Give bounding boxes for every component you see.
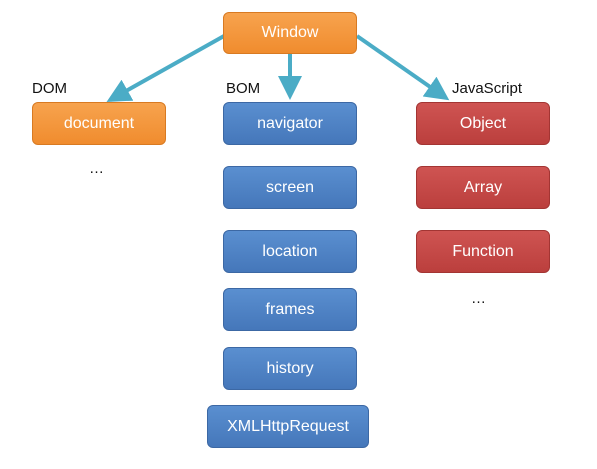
javascript-more-ellipsis: …	[471, 290, 487, 307]
bom-node-location: location	[223, 230, 357, 273]
bom-node-label: navigator	[257, 114, 323, 132]
bom-node-history: history	[223, 347, 357, 390]
window-node-label: Window	[261, 24, 319, 41]
bom-node-label: screen	[265, 178, 315, 196]
bom-node-xmlhttprequest: XMLHttpRequest	[207, 405, 369, 448]
dom-node-label: document	[63, 114, 135, 132]
window-node: Window	[223, 12, 357, 54]
javascript-node-label: Object	[459, 114, 507, 132]
arrow-window-to-object	[355, 34, 450, 101]
javascript-node-array: Array	[416, 166, 550, 209]
bom-node-label: history	[266, 359, 314, 377]
javascript-node-object: Object	[416, 102, 550, 145]
bom-node-navigator: navigator	[223, 102, 357, 145]
bom-node-screen: screen	[223, 166, 357, 209]
dom-more-ellipsis: …	[89, 160, 105, 177]
javascript-node-label: Function	[452, 242, 514, 260]
javascript-node-label: Array	[463, 178, 503, 196]
dom-group-title: DOM	[32, 80, 67, 97]
arrow-window-to-document	[106, 34, 225, 102]
bom-group-title: BOM	[226, 80, 261, 97]
javascript-group-title: JavaScript	[452, 80, 523, 97]
bom-node-label: frames	[265, 300, 315, 318]
javascript-node-function: Function	[416, 230, 550, 273]
bom-node-label: location	[262, 242, 318, 260]
dom-node-document: document	[32, 102, 166, 145]
bom-node-label: XMLHttpRequest	[227, 417, 349, 435]
bom-node-frames: frames	[223, 288, 357, 331]
